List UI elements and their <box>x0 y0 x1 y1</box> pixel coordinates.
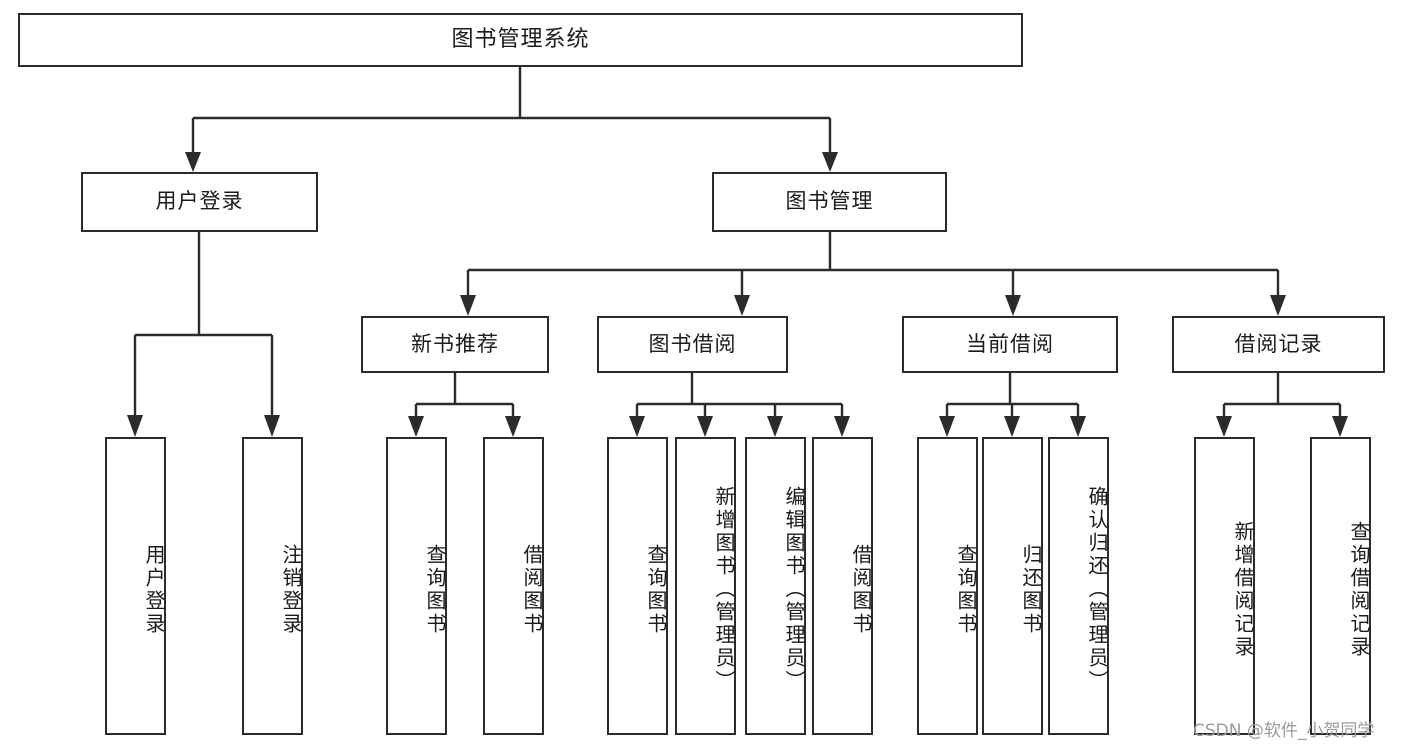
node-label: 用户登录 <box>142 544 166 636</box>
node-label: 借阅图书 <box>520 544 544 636</box>
node-label: 图书管理 <box>785 189 874 214</box>
node-label: 借阅记录 <box>1234 331 1323 356</box>
node-book-borrow[interactable]: 图书借阅 <box>597 316 788 373</box>
node-label: 归还图书 <box>1019 544 1043 636</box>
node-label: 图书管理系统 <box>451 26 590 52</box>
node-current-borrow[interactable]: 当前借阅 <box>902 316 1118 373</box>
leaf-return-book[interactable]: 归还图书 <box>982 437 1043 735</box>
node-label: 编辑图书（管理员） <box>782 485 806 693</box>
leaf-add-book-admin[interactable]: 新增图书（管理员） <box>675 437 736 735</box>
leaf-query-book-borrow[interactable]: 查询图书 <box>607 437 668 735</box>
node-label: 图书借阅 <box>648 331 737 356</box>
node-borrow-records[interactable]: 借阅记录 <box>1172 316 1385 373</box>
node-label: 查询借阅记录 <box>1347 521 1371 659</box>
node-user-login[interactable]: 用户登录 <box>81 172 318 232</box>
node-label: 借阅图书 <box>849 544 873 636</box>
leaf-add-borrow-record[interactable]: 新增借阅记录 <box>1194 437 1255 735</box>
node-label: 注销登录 <box>279 544 303 636</box>
node-label: 新增借阅记录 <box>1231 521 1255 659</box>
node-root-system[interactable]: 图书管理系统 <box>18 13 1023 67</box>
leaf-query-book-current[interactable]: 查询图书 <box>917 437 978 735</box>
leaf-user-login[interactable]: 用户登录 <box>105 437 166 735</box>
leaf-query-book-recommend[interactable]: 查询图书 <box>386 437 447 735</box>
leaf-query-borrow-record[interactable]: 查询借阅记录 <box>1310 437 1371 735</box>
node-label: 用户登录 <box>155 189 244 214</box>
leaf-user-logout[interactable]: 注销登录 <box>242 437 303 735</box>
node-label: 当前借阅 <box>966 331 1054 356</box>
csdn-watermark: CSDN @软件_小贺同学 <box>1193 721 1375 741</box>
leaf-borrow-book-recommend[interactable]: 借阅图书 <box>483 437 544 735</box>
node-label: 新书推荐 <box>411 331 499 356</box>
leaf-borrow-book[interactable]: 借阅图书 <box>812 437 873 735</box>
node-label: 查询图书 <box>644 544 668 636</box>
node-new-book-recommend[interactable]: 新书推荐 <box>361 316 549 373</box>
node-label: 查询图书 <box>954 544 978 636</box>
node-book-management[interactable]: 图书管理 <box>712 172 947 232</box>
node-label: 确认归还（管理员） <box>1085 485 1109 693</box>
node-label: 新增图书（管理员） <box>712 485 736 693</box>
node-label: 查询图书 <box>423 544 447 636</box>
leaf-confirm-return-admin[interactable]: 确认归还（管理员） <box>1048 437 1109 735</box>
leaf-edit-book-admin[interactable]: 编辑图书（管理员） <box>745 437 806 735</box>
